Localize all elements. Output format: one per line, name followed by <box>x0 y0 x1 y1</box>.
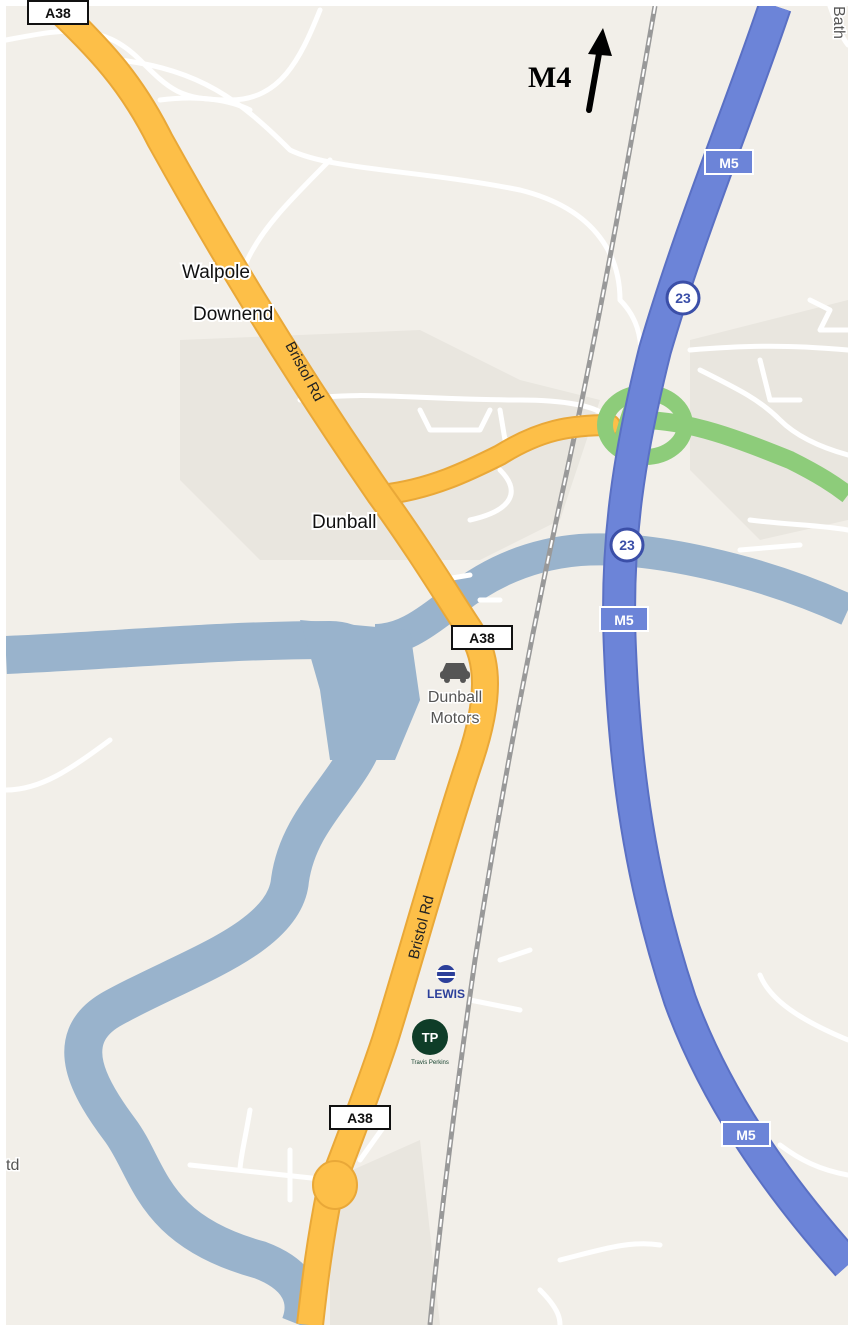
a-road-link <box>371 416 619 504</box>
poi-label-dunball: Dunball <box>428 689 482 706</box>
a38-shield-bottom[interactable]: A38 <box>329 1105 391 1130</box>
svg-text:M5: M5 <box>614 612 634 628</box>
map-frame-left <box>0 0 6 1325</box>
minor-roads <box>3 3 848 1325</box>
svg-text:23: 23 <box>675 290 691 306</box>
travis-perkins-caption: Travis Perkins <box>411 1060 449 1066</box>
poi-lewis[interactable]: LEWIS <box>427 965 465 1001</box>
travis-perkins-logo-text: TP <box>422 1030 439 1045</box>
poi-label-motors: Motors <box>431 710 480 727</box>
edge-label-top-right: Bath <box>830 6 847 39</box>
m5-shield-mid[interactable]: M5 <box>599 606 649 632</box>
place-label-walpole: Walpole <box>182 262 250 283</box>
m5-motorway <box>604 1 848 1275</box>
m5-shield-top[interactable]: M5 <box>704 149 754 175</box>
svg-text:A38: A38 <box>45 5 71 21</box>
railway <box>427 5 658 1325</box>
m4-direction-label: M4 <box>528 61 571 94</box>
junction-23-north[interactable]: 23 <box>665 280 701 316</box>
north-arrow-icon <box>586 28 612 113</box>
a38-shield-top[interactable]: A38 <box>27 0 89 25</box>
svg-text:A38: A38 <box>469 630 495 646</box>
svg-text:23: 23 <box>619 537 635 553</box>
lewis-logo-text: LEWIS <box>427 987 465 1001</box>
place-label-dunball: Dunball <box>312 512 376 533</box>
edge-label-left: td <box>6 1157 19 1174</box>
car-icon <box>440 663 470 683</box>
travis-perkins-logo-icon <box>412 1019 448 1055</box>
svg-text:M5: M5 <box>719 155 739 171</box>
place-label-downend: Downend <box>193 304 273 325</box>
lewis-globe-icon <box>436 965 456 983</box>
svg-text:A38: A38 <box>347 1110 373 1126</box>
a38-junction-blob <box>312 1160 358 1210</box>
junction-23-south[interactable]: 23 <box>609 527 645 563</box>
poi-dunball-motors[interactable]: Dunball Motors <box>426 663 484 729</box>
svg-text:M5: M5 <box>736 1127 756 1143</box>
river-basin <box>300 620 420 760</box>
m5-shield-bottom[interactable]: M5 <box>721 1121 771 1147</box>
map-frame-top <box>0 0 848 6</box>
a38-road <box>46 0 497 1325</box>
a38-shield-mid[interactable]: A38 <box>451 625 513 650</box>
poi-travis-perkins[interactable]: TP Travis Perkins <box>411 1019 449 1066</box>
